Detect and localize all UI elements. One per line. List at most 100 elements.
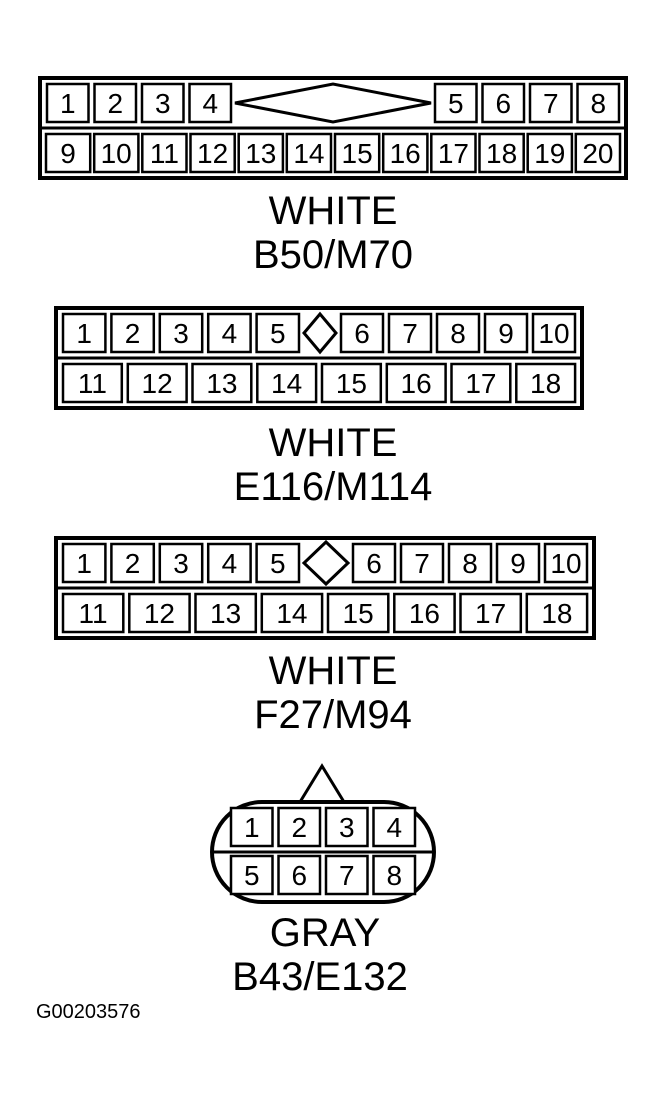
pin-number: 3 (173, 318, 189, 349)
pin-cell (372, 806, 417, 848)
pin-cell (495, 542, 541, 584)
connector-color: WHITE (269, 189, 398, 233)
pin-number: 2 (108, 88, 124, 119)
pin-number: 7 (414, 548, 430, 579)
pin-cell (399, 542, 445, 584)
pin-number: 5 (270, 548, 286, 579)
keying-diamond (301, 539, 351, 587)
connector-color: WHITE (269, 649, 398, 693)
pin-number: 1 (76, 548, 92, 579)
pin-number: 10 (550, 548, 581, 579)
pin-number: 6 (366, 548, 382, 579)
pin-cell (478, 132, 525, 174)
pin-cell (255, 312, 301, 354)
pin-number: 18 (541, 598, 572, 629)
pin-number: 4 (387, 812, 403, 843)
pin-number: 7 (543, 88, 559, 119)
pin-number: 10 (538, 318, 569, 349)
pin-cell (393, 592, 456, 634)
pin-cell (277, 806, 322, 848)
pin-cell (128, 592, 191, 634)
pin-cell (61, 362, 124, 404)
connector-color: WHITE (269, 421, 398, 465)
pin-number: 5 (448, 88, 464, 119)
pin-cell (61, 542, 107, 584)
pin-number: 8 (387, 860, 403, 891)
connector-name: B43/E132 (232, 955, 408, 999)
keying-diamond (302, 311, 338, 355)
pin-cell (324, 854, 369, 896)
pin-cell (339, 312, 385, 354)
pin-number: 17 (475, 598, 506, 629)
pin-cell (483, 312, 529, 354)
pin-cell (158, 542, 204, 584)
pin-number: 12 (144, 598, 175, 629)
pin-cell (528, 82, 573, 124)
pin-cell (285, 132, 333, 174)
pin-number: 14 (293, 138, 324, 169)
pin-cell (45, 82, 90, 124)
pin-number: 4 (203, 88, 219, 119)
pin-cell (141, 132, 188, 174)
pin-number: 3 (339, 812, 355, 843)
pin-cell (92, 132, 140, 174)
pin-cell (255, 542, 301, 584)
pin-number: 17 (438, 138, 469, 169)
pin-cell (189, 132, 236, 174)
pin-cell (381, 132, 429, 174)
pin-number: 1 (244, 812, 260, 843)
pin-cell (93, 82, 138, 124)
pin-number: 3 (155, 88, 171, 119)
pin-cell (543, 542, 589, 584)
pin-cell (430, 132, 477, 174)
pin-cell (385, 362, 447, 404)
pin-number: 19 (534, 138, 565, 169)
pin-cell (277, 854, 322, 896)
pin-number: 4 (222, 548, 238, 579)
pin-number: 13 (245, 138, 276, 169)
pin-cell (256, 362, 318, 404)
pin-cell (110, 312, 156, 354)
pin-number: 18 (486, 138, 517, 169)
pin-number: 8 (450, 318, 466, 349)
pin-cell (110, 542, 156, 584)
pin-number: 9 (498, 318, 514, 349)
pin-number: 13 (206, 368, 237, 399)
pin-number: 16 (409, 598, 440, 629)
pin-number: 9 (510, 548, 526, 579)
pin-number: 14 (276, 598, 307, 629)
pin-number: 11 (150, 138, 179, 169)
keying-diamond (234, 82, 432, 124)
connector-name: F27/M94 (254, 693, 412, 737)
pin-cell (44, 132, 92, 174)
connector-name: E116/M114 (234, 465, 433, 509)
pin-cell (229, 806, 274, 848)
pin-number: 16 (390, 138, 421, 169)
pin-number: 12 (142, 368, 173, 399)
pin-cell (61, 312, 107, 354)
pin-cell (387, 312, 433, 354)
pin-cell (237, 132, 285, 174)
pin-number: 4 (222, 318, 238, 349)
pin-number: 15 (336, 368, 367, 399)
pin-number: 18 (530, 368, 561, 399)
figure-id: G00203576 (36, 1001, 141, 1023)
pin-number: 5 (244, 860, 260, 891)
pin-cell (435, 312, 481, 354)
pin-cell (158, 312, 204, 354)
pin-cell (206, 542, 252, 584)
pin-cell (194, 592, 258, 634)
pin-number: 12 (197, 138, 228, 169)
pin-cell (351, 542, 397, 584)
pin-number: 14 (271, 368, 302, 399)
pin-number: 7 (402, 318, 418, 349)
pin-number: 11 (79, 598, 108, 629)
pin-cell (188, 82, 233, 124)
